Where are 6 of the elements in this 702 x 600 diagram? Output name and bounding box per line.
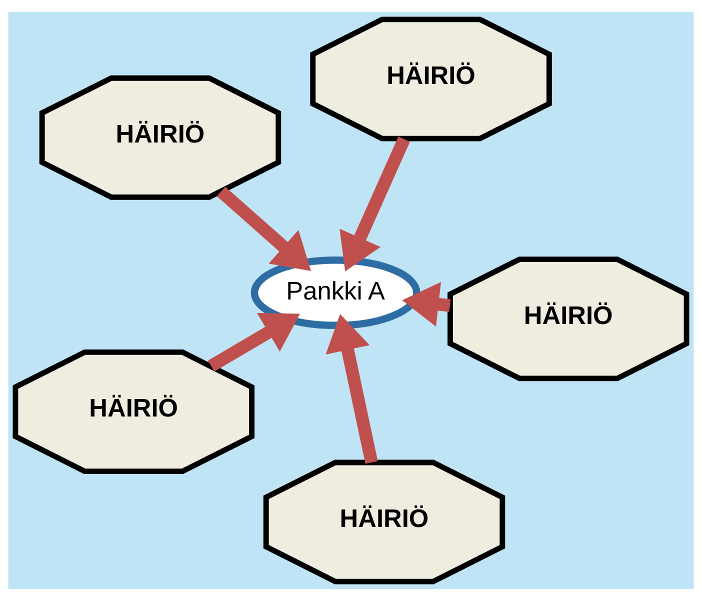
arrow bbox=[208, 312, 300, 372]
arrow bbox=[402, 282, 451, 326]
arrow bbox=[340, 136, 410, 271]
arrow bbox=[326, 313, 378, 464]
arrow bbox=[216, 186, 311, 271]
node-ellipse: Pankki A bbox=[250, 256, 420, 329]
